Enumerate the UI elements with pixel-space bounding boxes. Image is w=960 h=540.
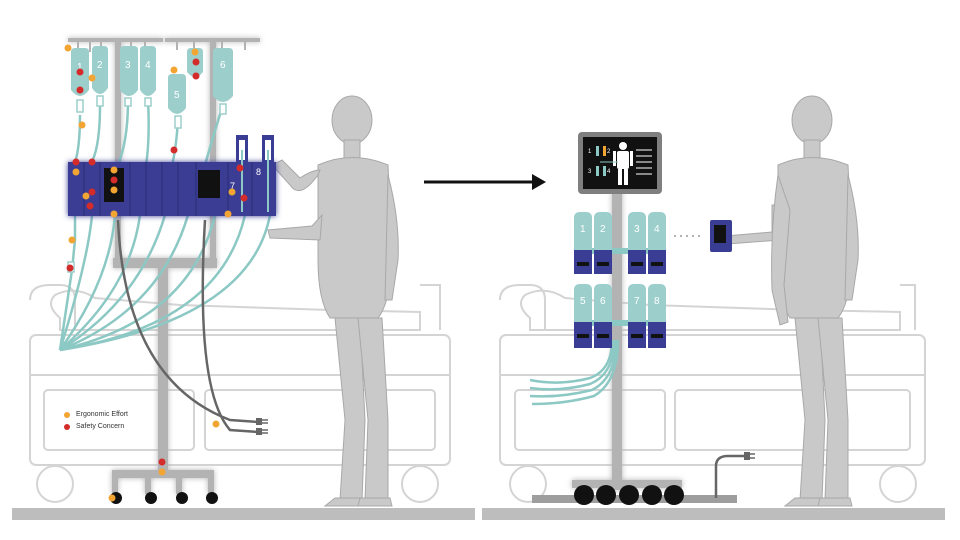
safety-concern-markers	[66, 58, 248, 466]
legend-label-ergonomic: Ergonomic Effort	[76, 411, 129, 418]
clinician-figure-right	[725, 95, 859, 507]
module-3	[628, 212, 646, 274]
iv-tubing-right	[529, 339, 620, 406]
bag-label-2: 2	[97, 60, 103, 71]
floor-left	[12, 508, 475, 520]
module-label-5: 5	[580, 296, 586, 307]
legend-item-ergonomic: Ergonomic Effort	[64, 409, 128, 421]
ergonomic-effort-markers	[64, 44, 236, 502]
pump-bank-left	[68, 162, 276, 216]
bag-label-5: 5	[174, 90, 180, 101]
power-plugs-left	[256, 418, 268, 435]
module-5	[574, 284, 592, 348]
module-6	[594, 284, 612, 348]
pump-bank-left-detail	[83, 135, 274, 216]
transition-arrow	[424, 174, 546, 190]
bag-label-4: 4	[145, 60, 151, 71]
iv-bag-labels-left: 1 2 3 4 5 6	[77, 60, 226, 101]
module-2	[594, 212, 612, 274]
module-label-1: 1	[580, 224, 586, 235]
legend-label-safety: Safety Concern	[76, 423, 125, 430]
pump-label-7: 7	[230, 181, 235, 191]
module-label-6: 6	[600, 296, 606, 307]
power-cord-right	[714, 452, 755, 498]
screen-label-4: 4	[607, 169, 611, 175]
body-silhouette-icon	[613, 142, 633, 185]
legend: Ergonomic Effort Safety Concern	[64, 409, 128, 433]
module-8	[648, 284, 666, 348]
pump-label-8: 8	[256, 167, 261, 177]
bag-label-6: 6	[220, 60, 226, 71]
screen-label-1: 1	[588, 149, 592, 155]
monitor-right: 1 2 3 4	[578, 132, 662, 194]
infusion-modules-bottom: 5 6 7 8	[574, 284, 666, 348]
power-cords-left	[116, 219, 259, 434]
module-1	[574, 212, 592, 274]
floor-right	[482, 508, 945, 520]
remote-tablet	[710, 220, 732, 252]
module-label-8: 8	[654, 296, 660, 307]
bed-left	[29, 284, 451, 503]
bed-right	[499, 284, 926, 503]
module-7	[628, 284, 646, 348]
safety-dot-icon	[64, 424, 70, 430]
ergonomic-dot-icon	[64, 412, 70, 418]
module-label-7: 7	[634, 296, 640, 307]
infusion-modules-top: 1 2 3 4	[574, 212, 666, 274]
module-label-4: 4	[654, 224, 660, 235]
legend-item-safety: Safety Concern	[64, 421, 128, 433]
bag-label-3: 3	[125, 60, 131, 71]
clinician-figure-left	[267, 95, 399, 507]
module-label-2: 2	[600, 224, 606, 235]
bag-label-1: 1	[77, 62, 83, 73]
screen-label-3: 3	[588, 169, 592, 175]
module-4	[648, 212, 666, 274]
screen-label-2: 2	[607, 149, 611, 155]
pole-right-wheels	[574, 485, 684, 505]
module-label-3: 3	[634, 224, 640, 235]
pole-left-wheels	[110, 492, 218, 504]
